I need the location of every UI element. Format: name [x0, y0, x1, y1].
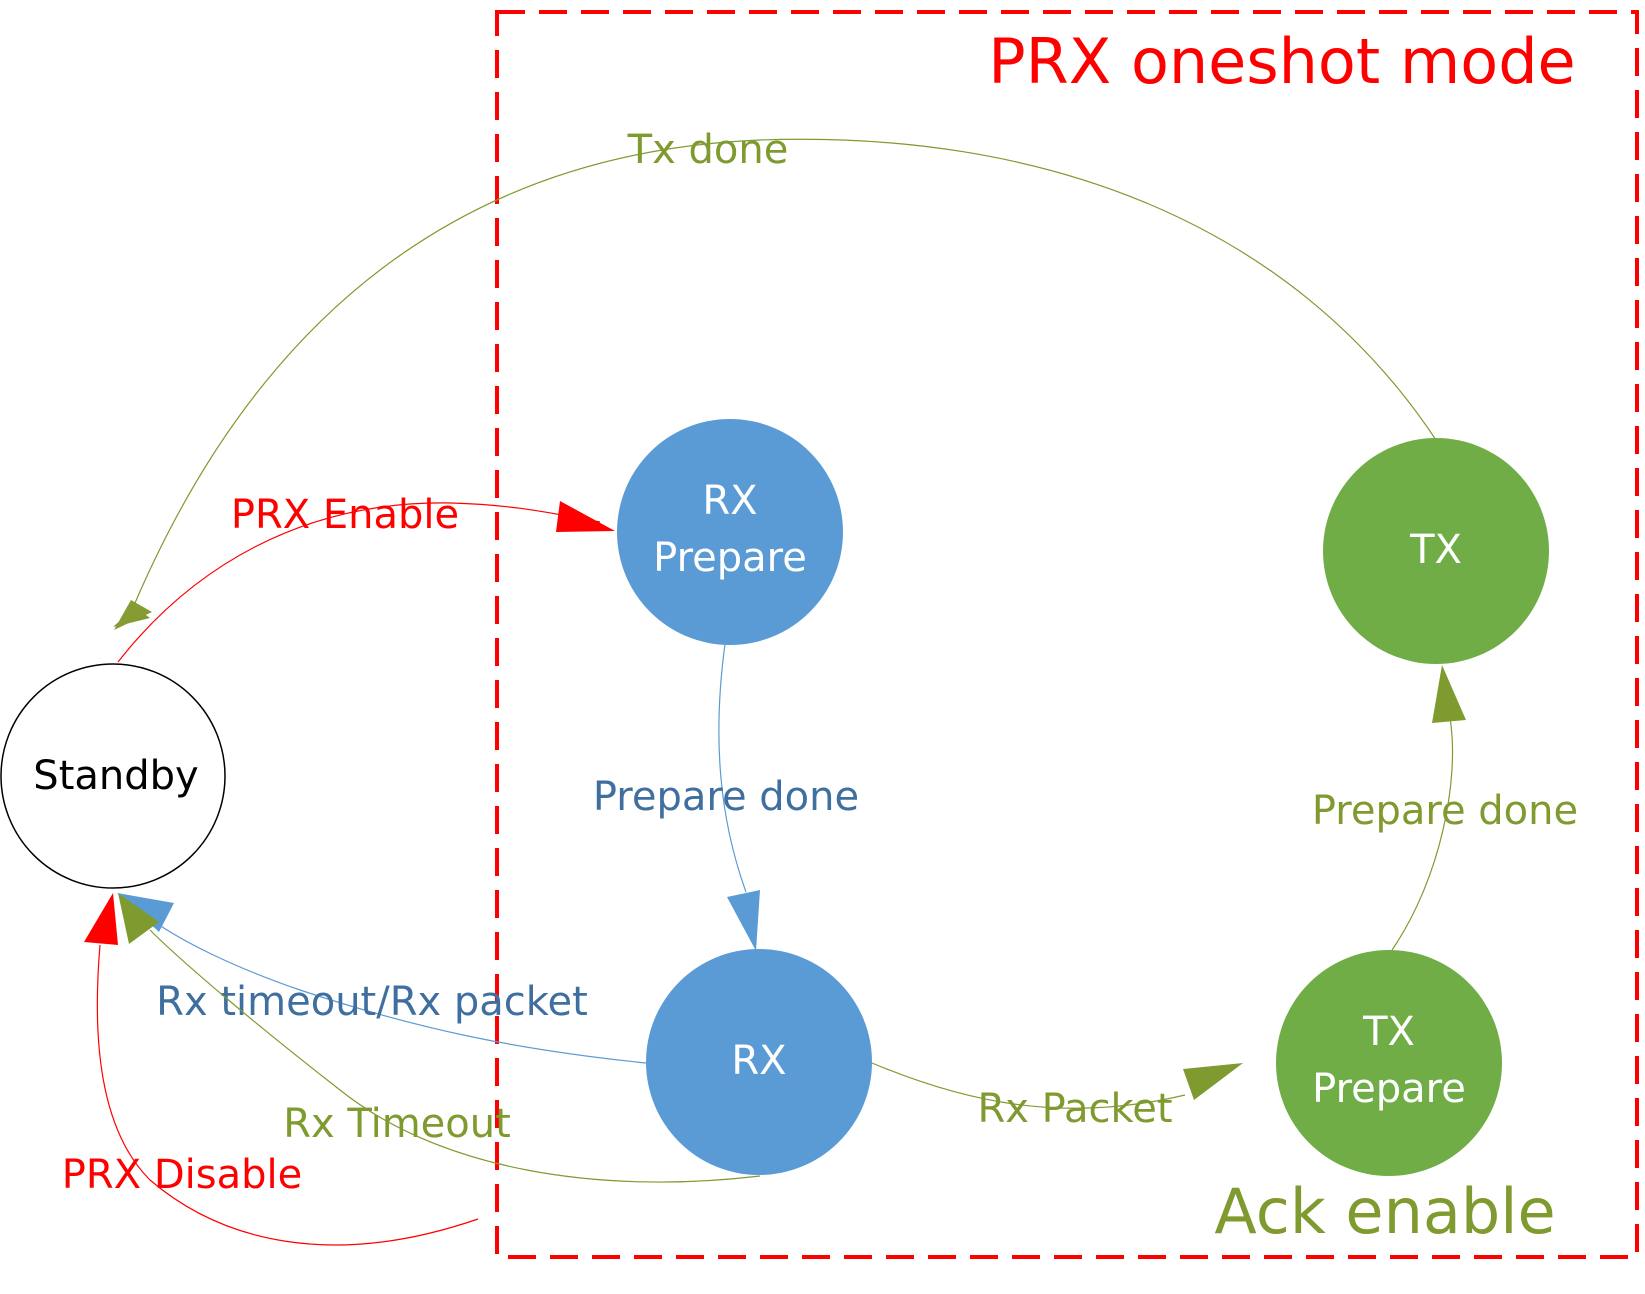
node-rx-circle: [646, 949, 872, 1175]
node-tx-prepare-label-line2: Prepare: [1312, 1066, 1466, 1112]
arrowhead-tx-done-fill: [114, 600, 152, 630]
arrowhead-rx-packet: [1183, 1063, 1243, 1100]
edge-label-rx-timeout-packet: Rx timeout/Rx packet: [156, 979, 588, 1025]
edge-rx-timeout-packet: [151, 919, 647, 1064]
edge-rx-timeout: [149, 929, 761, 1183]
edge-label-tx-prepare-done: Prepare done: [1312, 788, 1578, 834]
node-tx-prepare: TX Prepare: [1276, 950, 1502, 1176]
edge-label-prx-disable: PRX Disable: [62, 1152, 302, 1198]
arrowhead-tx-prepare-done: [1432, 665, 1466, 723]
node-tx-circle: [1323, 438, 1549, 664]
node-rx-prepare-label-line1: RX: [702, 478, 757, 524]
node-standby: Standby: [0, 663, 226, 889]
ack-enable-title: Ack enable: [1214, 1175, 1555, 1248]
node-rx-prepare: RX Prepare: [617, 419, 843, 645]
edge-tx-prepare-done: [1391, 717, 1454, 951]
arrowhead-prx-disable: [84, 893, 118, 945]
edge-label-rx-timeout: Rx Timeout: [283, 1101, 511, 1147]
arrowhead-rx-timeout: [118, 893, 159, 944]
edge-label-tx-done: Tx done: [627, 127, 789, 173]
arrowhead-rx-prepare-done: [727, 890, 760, 951]
edge-prx-enable: [117, 502, 601, 663]
node-tx: TX: [1323, 438, 1549, 664]
node-standby-label: Standby: [33, 753, 198, 799]
node-tx-label: TX: [1409, 527, 1462, 573]
node-rx-prepare-circle: [617, 419, 843, 645]
node-rx-prepare-label-line2: Prepare: [653, 535, 807, 581]
node-rx-label: RX: [731, 1038, 786, 1084]
edge-label-rx-prepare-done: Prepare done: [593, 774, 859, 820]
edge-prx-disable: [96, 944, 479, 1246]
prx-oneshot-mode-title: PRX oneshot mode: [988, 25, 1575, 98]
node-tx-prepare-circle: [1276, 950, 1502, 1176]
edge-rx-prepare-done: [718, 643, 747, 893]
edge-rx-packet: [871, 1062, 1186, 1109]
edge-label-prx-enable: PRX Enable: [231, 492, 459, 538]
edge-label-rx-packet: Rx Packet: [977, 1086, 1172, 1132]
prx-oneshot-mode-region: [495, 10, 1639, 1259]
arrowhead-prx-enable: [556, 501, 615, 532]
node-tx-prepare-label-line1: TX: [1362, 1009, 1415, 1055]
node-rx: RX: [646, 949, 872, 1175]
edge-tx-done: [131, 138, 1437, 611]
node-standby-circle: [0, 663, 226, 889]
